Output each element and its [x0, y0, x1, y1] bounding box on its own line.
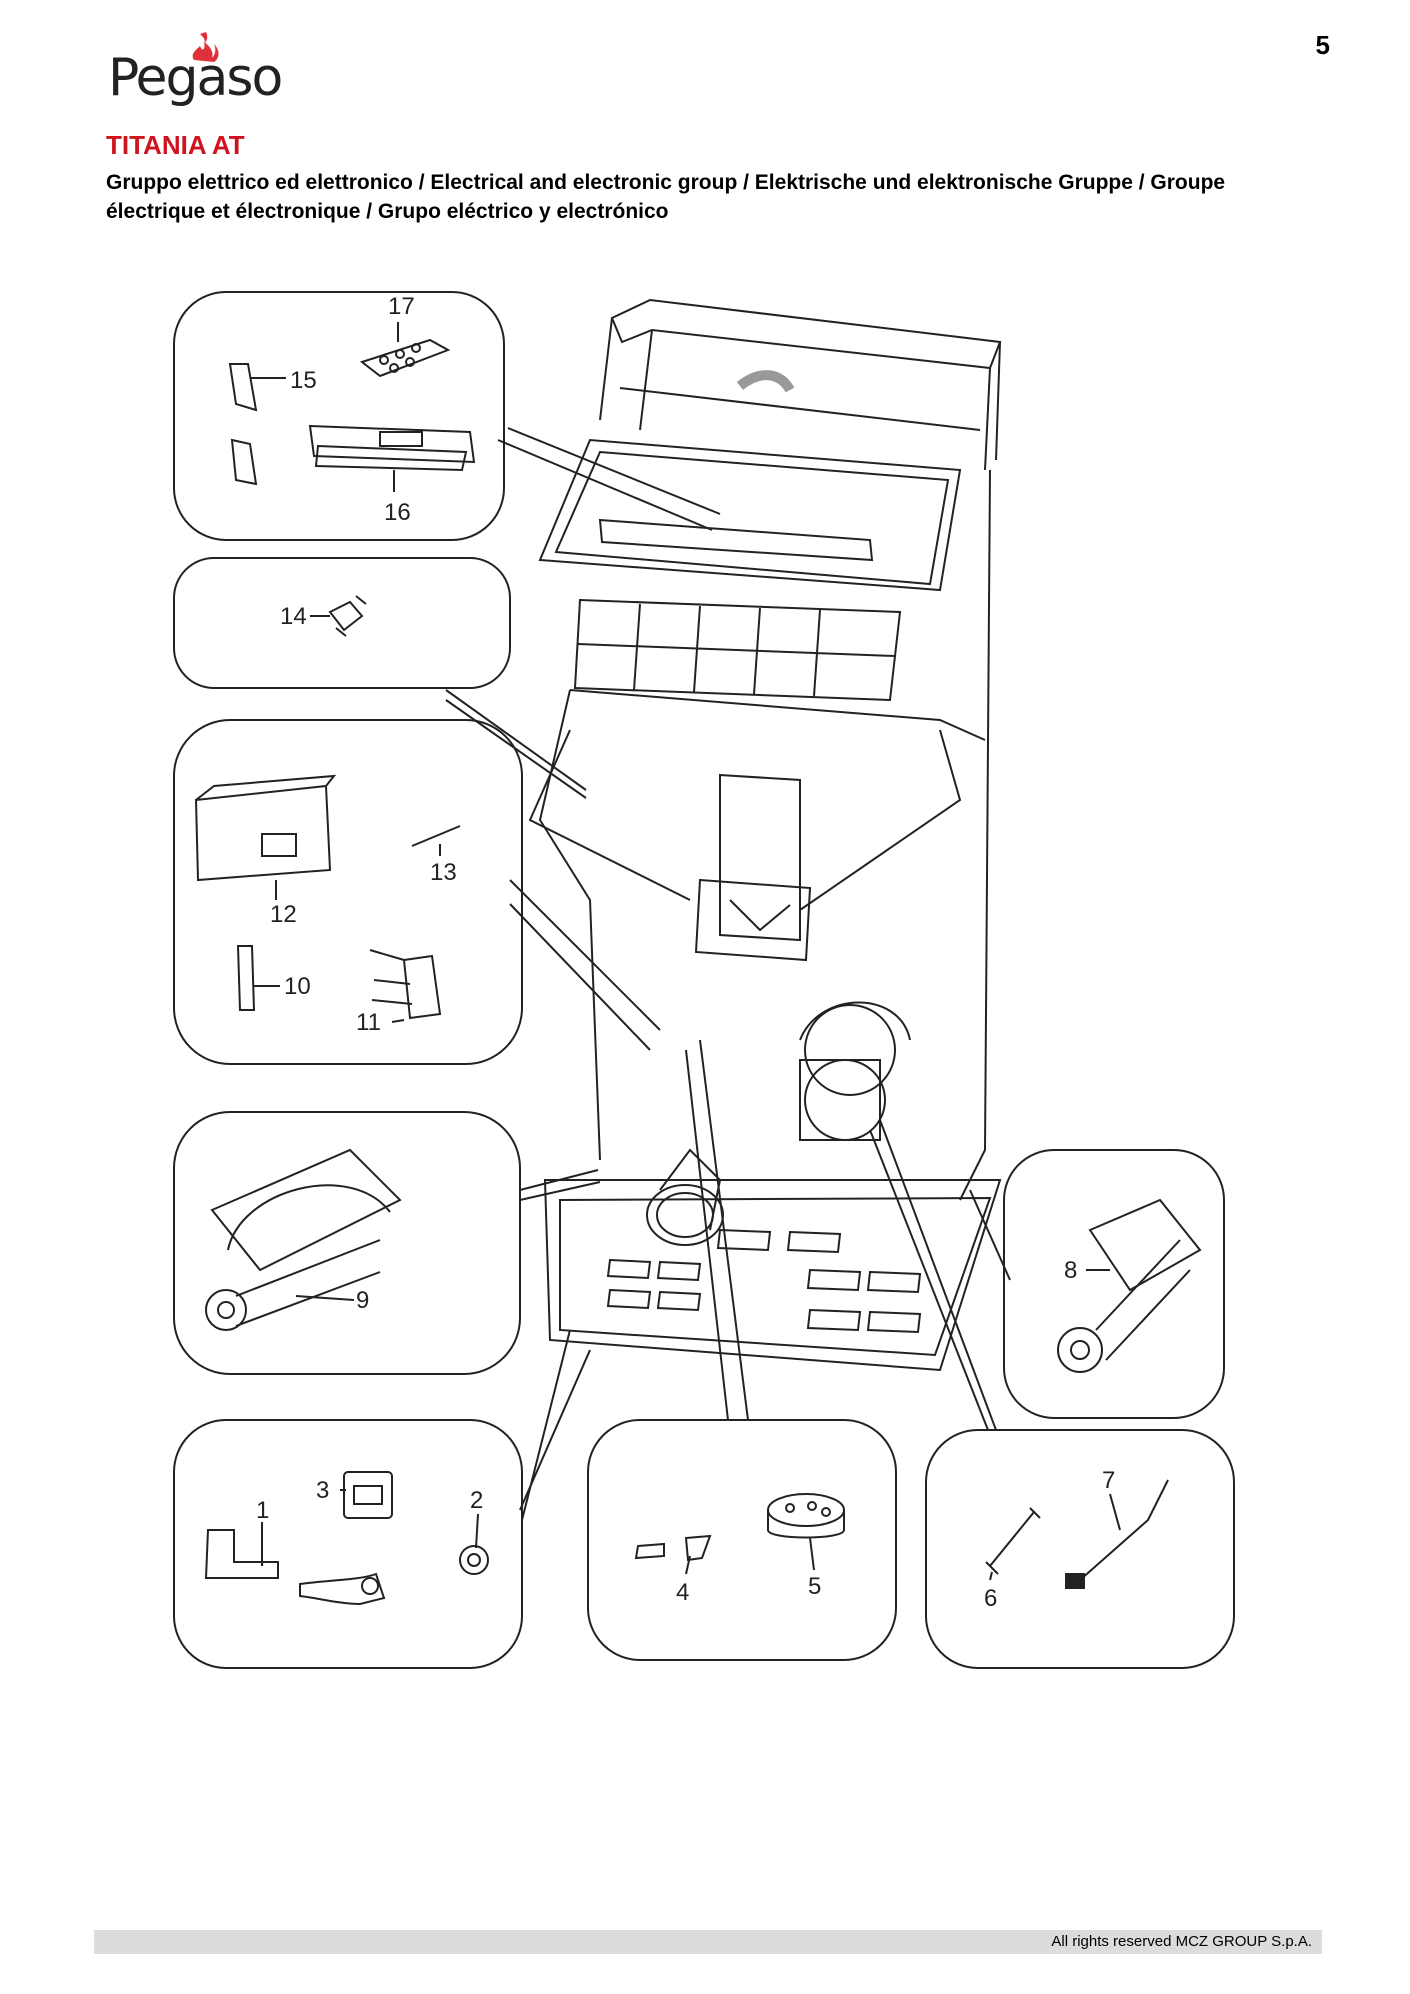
callout-box-1-3	[173, 1419, 523, 1669]
model-title: TITANIA AT	[106, 130, 245, 160]
callout-box-8	[1003, 1149, 1225, 1419]
callout-box-14	[173, 557, 511, 689]
part-label-10: 10	[284, 973, 311, 1000]
part-label-17: 17	[388, 293, 415, 320]
page-number: 5	[1315, 30, 1330, 60]
part-label-13: 13	[430, 859, 457, 886]
part-label-6: 6	[984, 1585, 997, 1612]
part-label-1: 1	[256, 1497, 269, 1524]
part-label-4: 4	[676, 1579, 689, 1606]
part-label-16: 16	[384, 499, 411, 526]
section-subtitle: Gruppo elettrico ed elettronico / Electr…	[106, 171, 1226, 223]
footer-bar: All rights reserved MCZ GROUP S.p.A.	[94, 1930, 1322, 1954]
part-label-3: 3	[316, 1477, 329, 1504]
part-label-2: 2	[470, 1487, 483, 1514]
flame-icon	[192, 32, 219, 62]
callout-box-9	[173, 1111, 521, 1375]
part-label-9: 9	[356, 1287, 369, 1314]
callout-box-10-13	[173, 719, 523, 1065]
brand-logo: Pegaso	[104, 30, 284, 110]
callout-box-15-17	[173, 291, 505, 541]
stove-body	[528, 298, 1002, 1372]
callout-box-4-5	[587, 1419, 897, 1661]
copyright-text: All rights reserved MCZ GROUP S.p.A.	[1051, 1933, 1312, 1950]
part-label-5: 5	[808, 1573, 821, 1600]
part-label-15: 15	[290, 367, 317, 394]
brand-logo-text: Pegaso	[108, 48, 283, 108]
part-label-11: 11	[356, 1009, 381, 1036]
leader-lines	[445, 427, 1011, 1521]
part-label-12: 12	[270, 901, 297, 928]
part-label-14: 14	[280, 603, 307, 630]
callout-box-6-7	[925, 1429, 1235, 1669]
part-label-8: 8	[1064, 1257, 1077, 1284]
part-label-7: 7	[1102, 1467, 1115, 1494]
